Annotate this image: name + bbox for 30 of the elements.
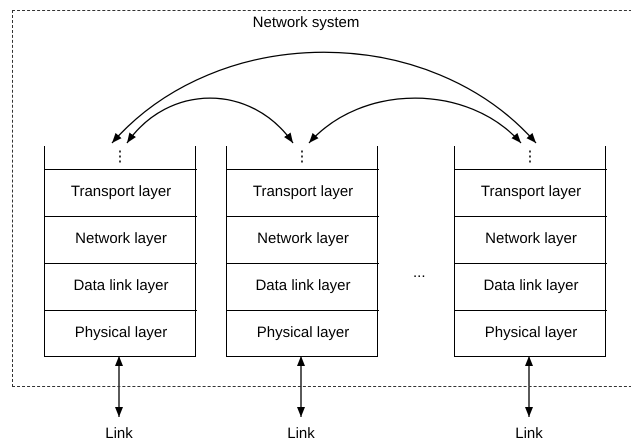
curved-arrow xyxy=(126,98,294,144)
diagram-heading: Network system xyxy=(252,14,360,31)
layer-label: Transport layer xyxy=(70,183,172,200)
layer-label: Network layer xyxy=(256,230,350,247)
protocol-stack xyxy=(44,146,196,357)
link-label: Link xyxy=(504,425,554,445)
ellipsis-text: ... xyxy=(413,264,426,281)
layer-label: Physical layer xyxy=(256,324,350,341)
layer-label: Data link layer xyxy=(254,277,352,294)
link-label: Link xyxy=(94,425,144,445)
layer-label: Network layer xyxy=(484,230,578,247)
arrow xyxy=(525,356,533,417)
layer-label: Transport layer xyxy=(252,183,354,200)
ellipsis-text: ⋮ xyxy=(294,147,310,165)
curved-arrow xyxy=(308,98,522,144)
arrow xyxy=(297,356,305,417)
layer-label: Network layer xyxy=(74,230,168,247)
curved-arrow xyxy=(112,52,536,144)
layer-label: Data link layer xyxy=(482,277,580,294)
arrow xyxy=(115,356,123,417)
layer-label: Physical layer xyxy=(74,324,168,341)
ellipsis-text: ⋮ xyxy=(112,147,128,165)
system-boundary xyxy=(12,10,631,387)
layer-label: Physical layer xyxy=(484,324,578,341)
link-label: Link xyxy=(276,425,326,445)
protocol-stack xyxy=(226,146,378,357)
layer-label: Transport layer xyxy=(480,183,582,200)
layer-label: Data link layer xyxy=(72,277,170,294)
protocol-stack xyxy=(454,146,606,357)
ellipsis-text: ⋮ xyxy=(522,147,538,165)
